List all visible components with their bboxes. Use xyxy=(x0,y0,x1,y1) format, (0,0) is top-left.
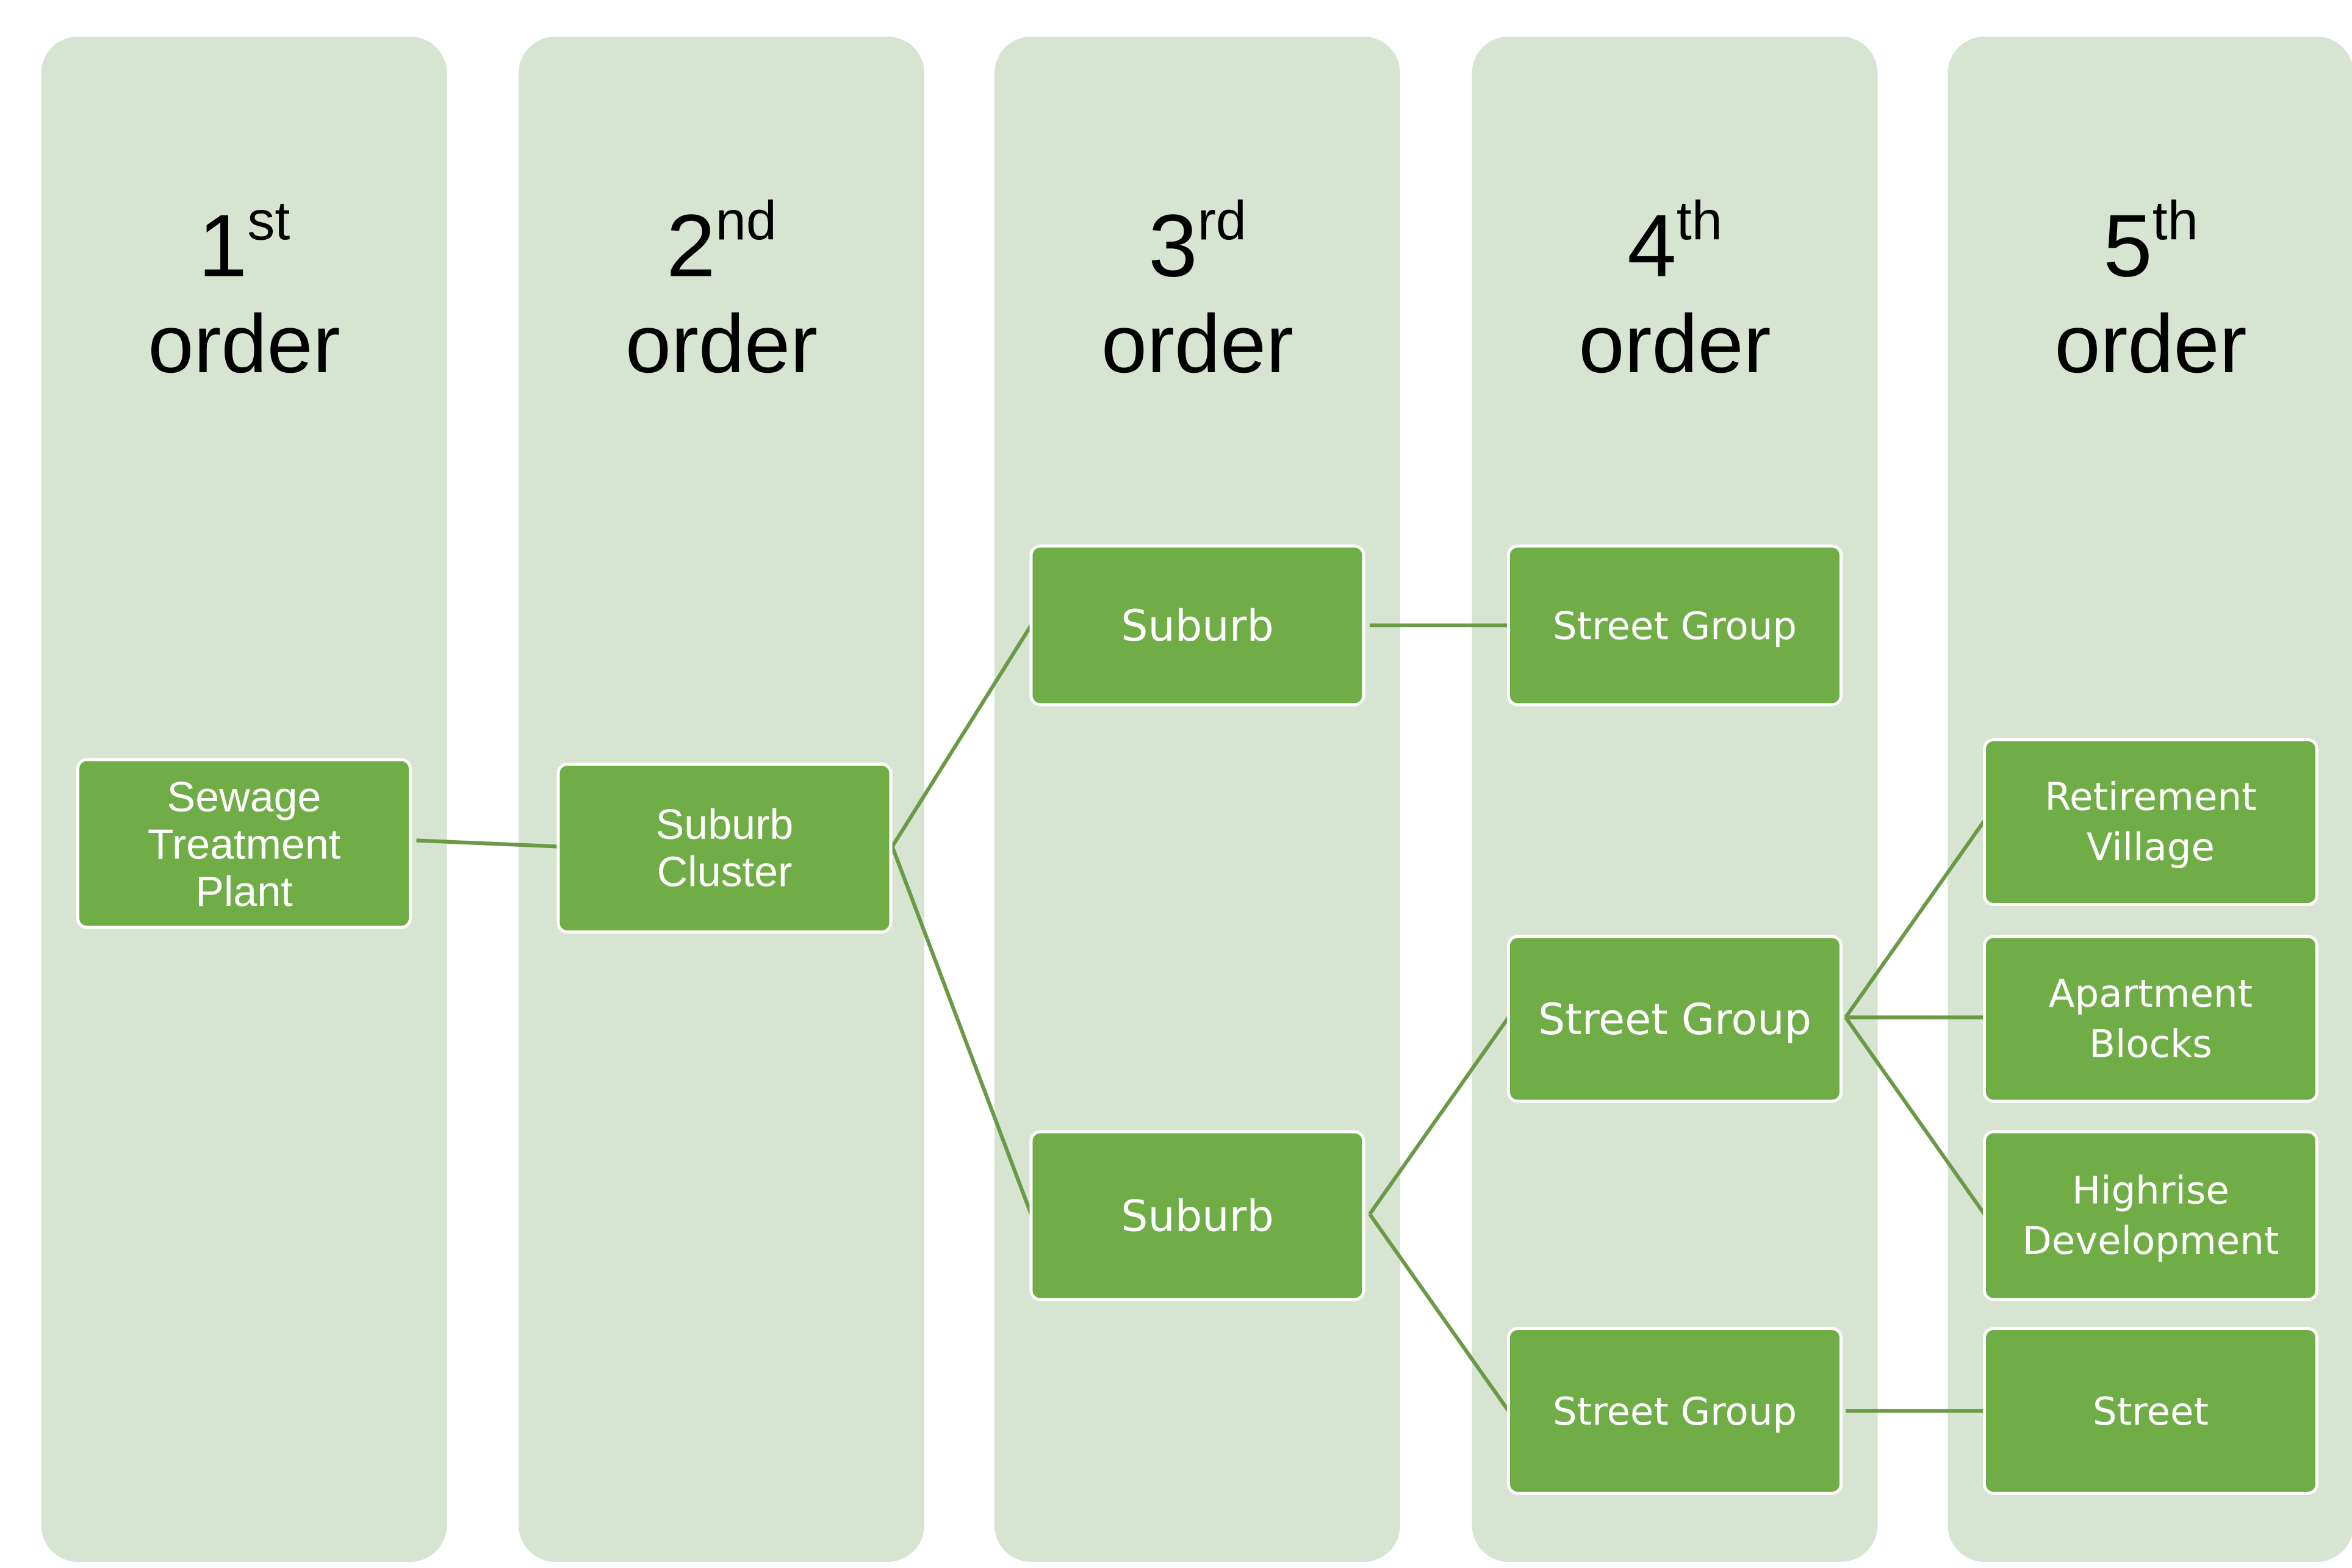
link-cluster-to-suburb-1 xyxy=(890,624,1033,848)
node-label: Street Group xyxy=(1552,1389,1797,1433)
node-sewage-treatment-plant: Sewage Treatment Plant xyxy=(76,758,412,929)
node-highrise-development: Highrise Development xyxy=(1983,1130,2318,1301)
node-label: Street xyxy=(2093,1389,2209,1433)
node-label: Highrise Development xyxy=(2022,1168,2279,1263)
node-suburb-cluster: Suburb Cluster xyxy=(556,763,893,933)
column-5-ordinal-suffix: th xyxy=(2152,189,2198,252)
column-2-number: 2nd xyxy=(666,189,777,296)
node-apartment-blocks: Apartment Blocks xyxy=(1983,935,2318,1103)
column-4-ordinal-suffix: th xyxy=(1676,189,1722,252)
node-label: Sewage Treatment Plant xyxy=(147,772,341,915)
column-1-word: order xyxy=(148,299,340,390)
column-5-word: order xyxy=(2054,299,2247,390)
column-5-number: 5th xyxy=(2103,189,2198,296)
node-label: Street Group xyxy=(1537,993,1812,1045)
node-street: Street xyxy=(1983,1327,2318,1495)
column-4-number: 4th xyxy=(1627,189,1722,296)
link-suburb-2-to-street-group-3 xyxy=(1368,1213,1511,1412)
column-2-word: order xyxy=(625,299,818,390)
node-label: Retirement Village xyxy=(2045,775,2257,869)
node-street-group-2: Street Group xyxy=(1507,935,1843,1103)
node-suburb-1: Suburb xyxy=(1029,544,1365,707)
column-3-number: 3rd xyxy=(1148,189,1246,296)
node-label: Suburb xyxy=(1121,1190,1274,1241)
column-1-number: 1st xyxy=(198,189,290,296)
node-suburb-2: Suburb xyxy=(1029,1130,1365,1301)
node-street-group-1: Street Group xyxy=(1507,544,1843,707)
column-1-ordinal-suffix: st xyxy=(247,189,290,252)
column-4-word: order xyxy=(1578,299,1771,390)
column-4th-order: 4th order xyxy=(1472,37,1878,1562)
node-street-group-3: Street Group xyxy=(1507,1327,1843,1495)
node-label: Apartment Blocks xyxy=(2048,971,2253,1066)
link-cluster-to-suburb-2 xyxy=(890,846,1033,1215)
node-retirement-village: Retirement Village xyxy=(1983,738,2318,906)
column-3-ordinal-suffix: rd xyxy=(1197,189,1246,252)
link-plant-to-cluster xyxy=(416,838,559,849)
link-suburb-2-to-street-group-2 xyxy=(1368,1016,1511,1215)
node-label: Street Group xyxy=(1552,603,1797,648)
link-street-group-2-to-retirement xyxy=(1844,819,1987,1019)
node-label: Suburb xyxy=(1121,600,1274,651)
node-label: Suburb Cluster xyxy=(655,800,794,896)
column-2-ordinal-suffix: nd xyxy=(715,189,777,252)
column-3rd-order: 3rd order xyxy=(994,37,1400,1562)
column-3-word: order xyxy=(1101,299,1294,390)
link-street-group-2-to-highrise xyxy=(1844,1016,1987,1215)
